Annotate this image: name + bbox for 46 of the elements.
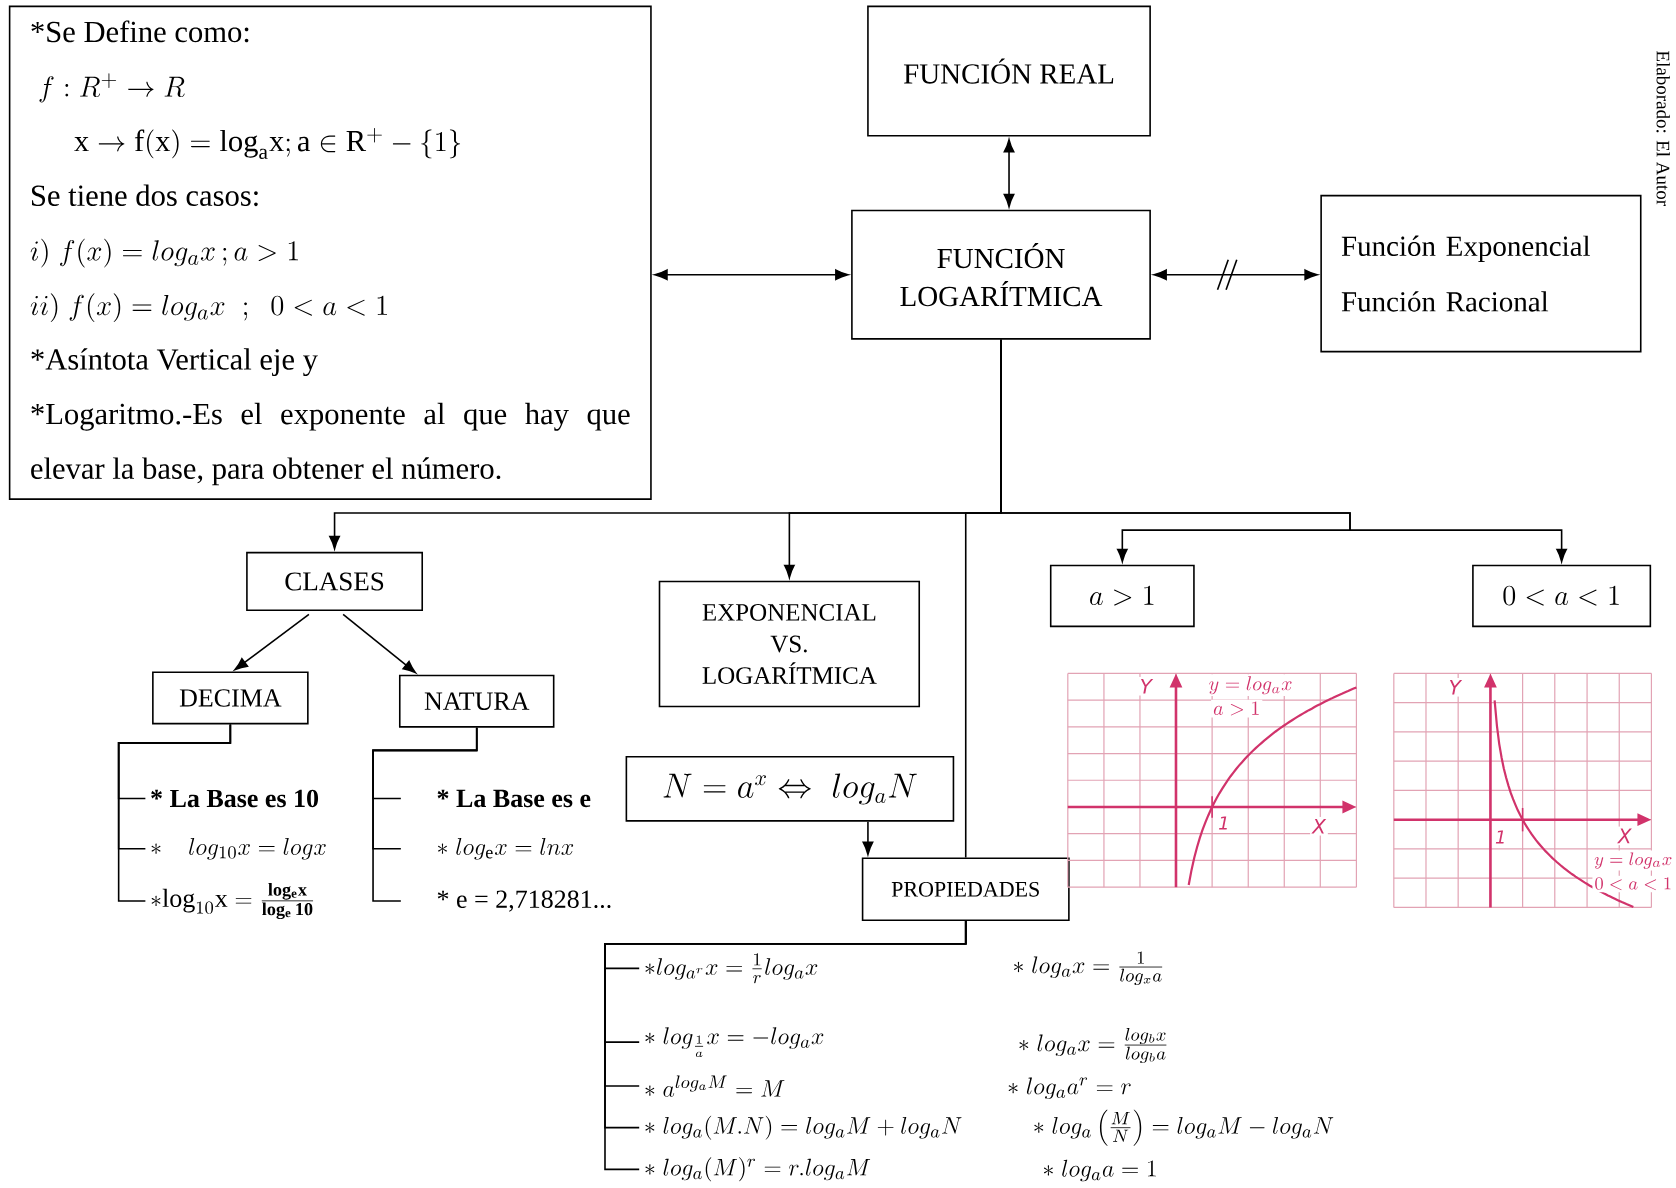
axis-label: X [1615,826,1634,846]
concept-box: PROPIEDADES [861,857,1070,922]
formula-text: $*\mathrm{log}_{10}\mathrm{x} = \frac{\mathbf{log_{e}x}}{\mathbf{log_{e}\,10}}$ [151,883,314,920]
curve-label: $y = log_{a}x$ [1206,674,1295,697]
formula-text: $*\; log_{\mathrm{e}}x = lnx$ [438,838,574,860]
connector-arrow [1003,139,1015,208]
case-box: $a > 1$ [1049,564,1195,628]
property-formula: $*\; log_{a}x = \frac{1}{log_{x}a}$ [1014,951,1163,986]
concept-box: DECIMA [152,671,309,725]
concept-box: CLASES [246,552,424,612]
case-box: $0 < a < 1$ [1472,564,1652,628]
connector-arrow [342,613,417,674]
tick-label: 1 [1493,828,1509,846]
curve-label: $0 < a < 1$ [1592,875,1675,893]
property-formula: $*\; log_{a}a^{r} = r$ [1008,1077,1131,1100]
formula-text: $*\quad log_{10}x = logx$ [151,838,326,860]
formula-text: $*\; a^{log_{a}M} = M$ [645,1075,785,1098]
tick-label: 1 [1216,814,1232,832]
connector-arrow [654,269,849,281]
definition-box: *Se Define como: $f: R^{+} \to R$ $\mathrm{x} \to \mathrm{f(x)} = \mathrm{log}_{\mathrm{a}}\mathrm{x}; \mathrm{a} \in \mathrm{R}^{+} - \{1\}$ Se tiene dos casos: $i)\; f(x) = log_{a}x\,; a > 1$ $ii)\; f(x) = log_{a}x\;\; ;\;\; 0 < a < 1$ *Asíntota Vertical eje y *Logaritmo.-Es el exponente al que hay que elevar la base, para obtener el número. [8,5,652,501]
axis-label: X [1310,817,1328,836]
item-text: * La Base es 10 [151,789,319,808]
property-formula: $*\; log_{a}a = 1$ [1044,1160,1156,1182]
credit-text: Elaborado: El Autor [1656,51,1670,207]
axis-label: Y [1446,678,1463,697]
concept-box: EXPONENCIAL VS. LOGARÍTMICA [658,580,921,708]
connector-arrow [1153,259,1318,291]
formula-box: $N = a^{x} \Leftrightarrow\; log_{a}N$ [625,756,955,822]
concept-box: FUNCIÓN LOGARÍTMICA [851,210,1151,340]
concept-box: FUNCIÓN REAL [867,5,1151,137]
curve-label: $y = log_{a}x$ [1592,850,1675,871]
connector-arrow [1000,339,1568,563]
axis-label: Y [1137,677,1154,696]
property-formula: $*\; log_{a}x = \frac{log_{b}x}{log_{b}a}$ [1019,1028,1167,1064]
formula-text: $*\; log_{\frac{1}{a}}x = -log_{a}x$ [645,1027,824,1058]
item-text: * La Base es e [437,790,591,808]
formula-text: $*\; log_{a}(M)^{r} = r.log_{a}M$ [645,1157,871,1182]
concept-box: Función Exponencial Función Racional [1320,195,1642,353]
concept-box: NATURA [398,674,555,728]
property-formula: $*\; log_{a}\left(\frac{M}{N}\right) = log_{a}M - log_{a}N$ [1034,1109,1334,1146]
connector-arrow [862,821,874,856]
curve-label: $a > 1$ [1211,700,1263,718]
item-text: * e = 2,718281... [437,890,611,912]
formula-text: $*log_{a^{r}}x = \frac{1}{r}log_{a}x$ [645,953,818,984]
formula-text: $*\; log_{a}(M.N) = log_{a}M + log_{a}N$ [645,1115,962,1140]
connector-arrow [234,613,310,671]
